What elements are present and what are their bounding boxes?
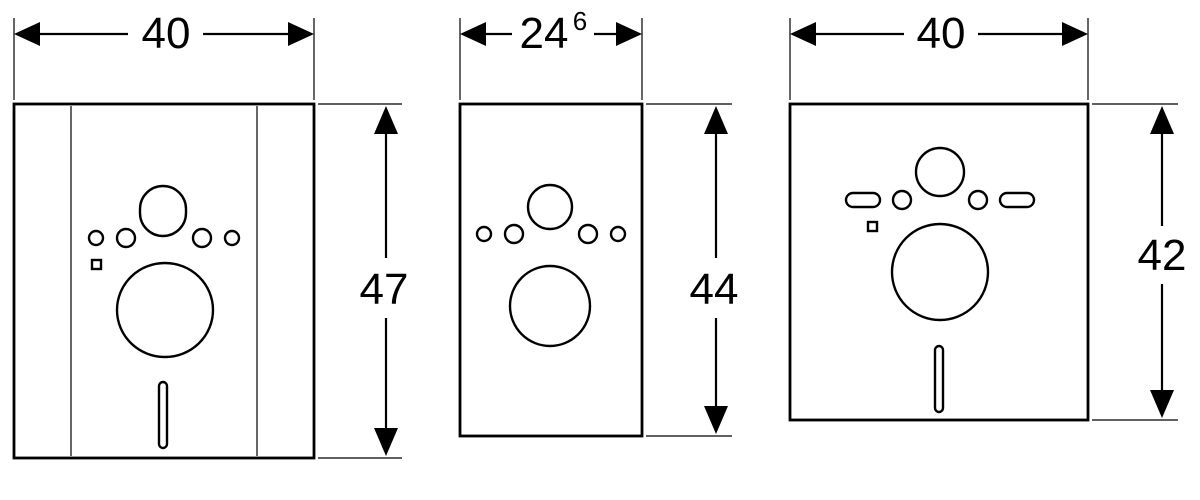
arrow-left-icon	[14, 22, 40, 46]
square-hole	[90, 258, 103, 271]
panel-2-height-label: 44	[690, 265, 739, 314]
panel-2-outline	[458, 102, 644, 438]
bolt-hole	[609, 225, 627, 243]
arrow-left-icon	[790, 22, 816, 46]
flush-pipe-cutout	[526, 183, 574, 231]
arrow-up-icon	[374, 106, 398, 134]
bolt-hole	[223, 229, 241, 247]
slot-cutout	[933, 344, 945, 414]
arrow-right-icon	[1062, 22, 1088, 46]
slot-cutout	[157, 380, 169, 450]
arrow-up-icon	[704, 106, 728, 134]
panel-3-outline	[788, 102, 1090, 422]
panel-2-height-dimension: 44	[646, 103, 739, 437]
panel-3-height-dimension: 42	[1092, 103, 1187, 421]
panel-3-height-label: 42	[1138, 231, 1187, 280]
panel-1-height-dimension: 47	[318, 103, 409, 459]
panel-3-width-label: 40	[917, 9, 966, 58]
flush-pipe-cutout	[914, 146, 966, 198]
bolt-hole	[577, 223, 599, 245]
drain-pipe-cutout	[890, 222, 990, 322]
panel-2-width-superscript: 6	[573, 6, 587, 36]
panel-2-width-label: 24	[520, 9, 569, 58]
flush-pipe-cutout	[138, 184, 188, 238]
panel-1: 40 47	[12, 9, 409, 460]
bolt-hole	[503, 223, 525, 245]
panel-1-width-label: 40	[142, 9, 191, 58]
panel-1-width-dimension: 40	[13, 9, 315, 100]
arrow-down-icon	[704, 406, 728, 434]
arrow-down-icon	[374, 428, 398, 456]
panel-1-outline	[12, 102, 316, 460]
arrow-right-icon	[288, 22, 314, 46]
panel-2-width-dimension: 24 6	[459, 6, 643, 100]
bolt-hole	[475, 225, 493, 243]
arrow-up-icon	[1150, 106, 1174, 134]
panel-1-height-label: 47	[360, 265, 409, 314]
oval-slot	[844, 191, 882, 209]
oval-slot	[998, 191, 1036, 209]
arrow-down-icon	[1150, 390, 1174, 418]
bolt-hole	[967, 189, 989, 211]
square-hole	[866, 220, 879, 233]
bolt-hole	[115, 227, 137, 249]
panel-3: 40 42	[788, 9, 1187, 422]
panel-3-width-dimension: 40	[789, 9, 1089, 100]
panel-2: 24 6 44	[458, 6, 739, 438]
bolt-hole	[891, 189, 913, 211]
drain-pipe-cutout	[508, 264, 592, 348]
arrow-right-icon	[616, 22, 642, 46]
bolt-hole	[87, 229, 105, 247]
bolt-hole	[191, 227, 213, 249]
arrow-left-icon	[460, 22, 486, 46]
drain-pipe-cutout	[115, 261, 215, 359]
